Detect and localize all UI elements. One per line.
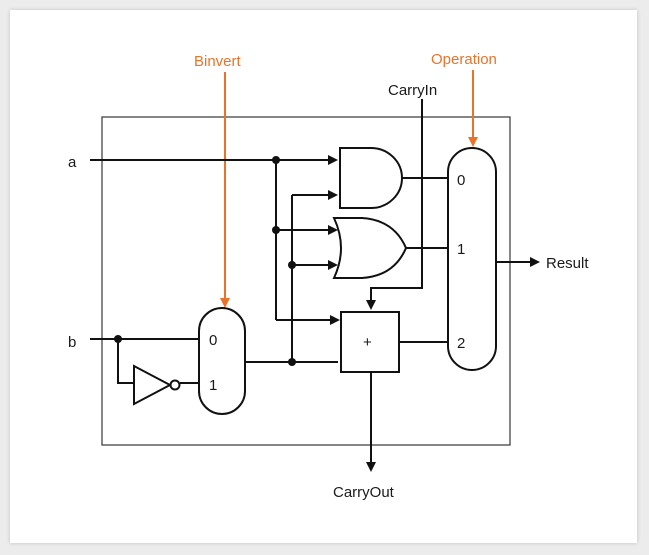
input-a-label: a [68,154,77,171]
operation-label: Operation [431,51,497,68]
inverter-bubble [169,379,181,391]
alu-boundary-box [101,116,511,446]
mux-op-input-0: 0 [457,172,465,189]
carryout-label: CarryOut [333,484,395,501]
mux-op-input-1: 1 [457,241,465,258]
carryin-label: CarryIn [388,82,437,99]
result-label: Result [546,255,589,272]
wire-b-to-inverter [117,339,133,384]
wire-carryin [366,99,423,310]
adder-symbol: + [363,334,372,351]
binvert-mux [198,307,246,415]
and-gate-icon [339,147,403,209]
input-b-label: b [68,334,76,351]
diagram-frame [10,10,637,543]
mux-b-input-1: 1 [209,377,217,394]
mux-b-input-0: 0 [209,332,217,349]
inverter-icon [133,364,173,406]
operation-mux [447,147,497,371]
adder-icon [340,311,400,373]
mux-op-input-2: 2 [457,335,465,352]
binvert-label: Binvert [194,53,242,70]
or-gate-icon [332,217,408,279]
